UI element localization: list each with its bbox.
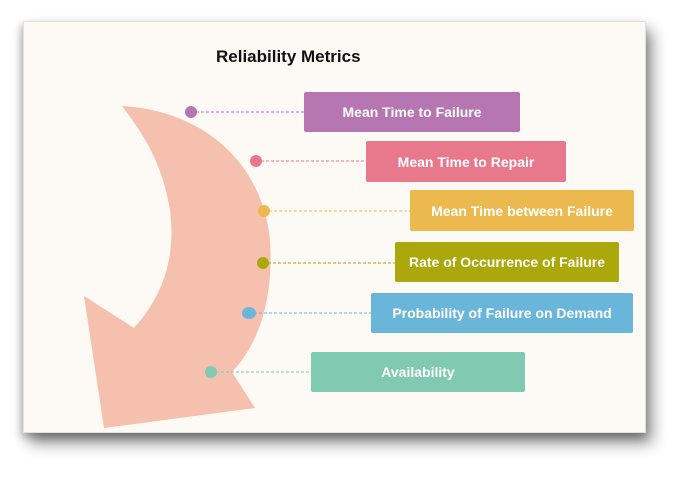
- metric-box-mttr: Mean Time to Repair: [366, 141, 566, 182]
- connector-dot-rocof: [257, 257, 269, 269]
- metric-label-mtbf: Mean Time between Failure: [431, 202, 613, 219]
- metric-box-mttf: Mean Time to Failure: [304, 92, 520, 132]
- connector-dot-mttr: [250, 155, 262, 167]
- metric-label-pfod: Probability of Failure on Demand: [392, 305, 612, 321]
- connector-lines: [185, 106, 410, 378]
- connector-dot-mttf: [185, 106, 197, 118]
- metric-box-availability: Availability: [311, 352, 525, 392]
- metric-label-mttf: Mean Time to Failure: [342, 104, 482, 120]
- curved-arrow: [84, 106, 271, 428]
- metric-box-rocof: Rate of Occurrence of Failure: [395, 242, 619, 282]
- diagram-title: Reliability Metrics: [216, 47, 361, 66]
- connector-dot-availability: [205, 366, 217, 378]
- metric-label-mttr: Mean Time to Repair: [397, 153, 535, 170]
- connector-dot-mtbf: [258, 205, 270, 217]
- connector-dot-pfod: [242, 307, 256, 319]
- metric-box-mtbf: Mean Time between Failure: [410, 190, 634, 231]
- metric-label-availability: Availability: [381, 364, 455, 380]
- metric-label-rocof: Rate of Occurrence of Failure: [408, 254, 606, 270]
- metric-box-pfod: Probability of Failure on Demand: [371, 293, 633, 333]
